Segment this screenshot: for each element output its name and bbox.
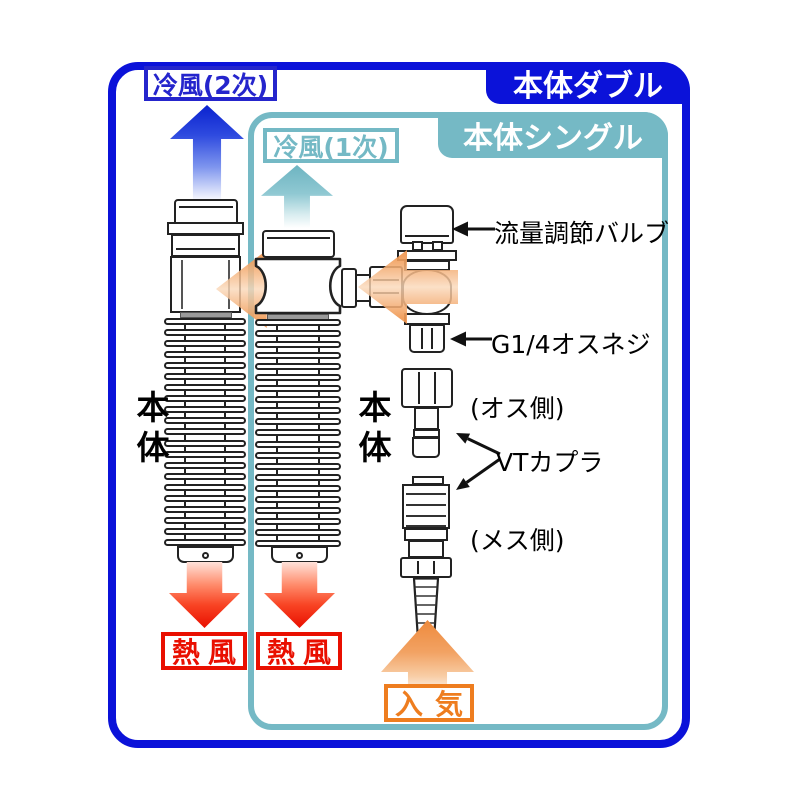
cooling-fin	[255, 341, 341, 349]
cooling-fin	[164, 373, 246, 381]
hot-air-left-text: 熱風	[172, 636, 245, 669]
cooling-fin	[164, 318, 246, 325]
cooling-fin	[255, 440, 341, 448]
hot-air-left-label: 熱風	[161, 632, 247, 670]
cooling-fin	[255, 473, 341, 481]
cooling-fin	[164, 428, 246, 436]
male-coupler-stem	[414, 407, 439, 430]
cooling-fin	[164, 461, 246, 469]
annotation-arrows	[450, 221, 501, 490]
cooling-fin	[164, 494, 246, 502]
cooling-fin	[255, 363, 341, 371]
cooling-fin	[164, 505, 246, 513]
female-coupler-hex-nut	[400, 557, 452, 578]
cooling-fin	[255, 528, 341, 536]
female-coupler-sleeve	[402, 484, 450, 529]
hot-air-middle-label: 熱風	[256, 632, 342, 670]
female-side-annotation: (メス側)	[470, 526, 565, 555]
cooling-fin	[164, 417, 246, 425]
cooling-fin	[164, 406, 246, 414]
intake-text: 入気	[395, 688, 476, 721]
male-side-annotation: (オス側)	[470, 394, 565, 423]
cooling-fin	[164, 439, 246, 447]
cold-air-secondary-label: 冷風(2次)	[144, 66, 277, 101]
g14-male-thread-fitting	[409, 324, 445, 353]
cold-air-secondary-text: 冷風(2次)	[152, 70, 269, 100]
cooling-fin	[255, 396, 341, 404]
cooling-fin	[164, 472, 246, 480]
sleeve-rib	[406, 515, 446, 517]
middle-device-body-caption: 本体	[353, 390, 392, 470]
outer-box-title: 本体ダブル	[513, 69, 663, 104]
vt-coupler-lower-pointer-arrow-icon	[456, 457, 501, 490]
middle-device-top-cap	[262, 230, 335, 258]
sleeve-rib	[406, 504, 446, 506]
left-device-bottom-cap	[177, 546, 234, 563]
sleeve-rib	[406, 493, 446, 495]
cooling-fin	[255, 319, 341, 326]
cooling-fin	[255, 429, 341, 437]
middle-device-bottom-cap	[271, 546, 328, 563]
inner-box-title-bar: 本体シングル	[438, 112, 668, 158]
cooling-fin	[255, 539, 341, 547]
left-device-top-cap	[174, 199, 238, 224]
male-coupler-plug-tip	[412, 437, 440, 458]
cold-air-primary-text: 冷風(1次)	[273, 132, 389, 162]
sleeve-rib	[406, 525, 446, 527]
cooling-fin	[164, 450, 246, 458]
valve-knob	[400, 205, 454, 244]
cooling-fin	[164, 340, 246, 348]
flow-valve-annotation: 流量調節バルブ	[494, 219, 670, 248]
cooling-fin	[164, 395, 246, 403]
g14-thread-annotation: G1/4オスネジ	[491, 330, 651, 359]
outer-box-title-bar: 本体ダブル	[486, 62, 690, 104]
left-device-body-caption: 本体	[131, 390, 170, 470]
cooling-fin	[255, 385, 341, 393]
cooling-fin	[164, 483, 246, 491]
intake-label: 入気	[384, 684, 474, 722]
male-coupler-hex-head	[401, 368, 453, 408]
cooling-fin	[255, 374, 341, 382]
left-device-ring	[171, 234, 240, 257]
cold-air-primary-label: 冷風(1次)	[263, 128, 399, 163]
cooling-fin	[255, 484, 341, 492]
cooling-fin	[255, 451, 341, 459]
cooling-fin	[255, 517, 341, 525]
cooling-fin	[255, 418, 341, 426]
vt-coupler-upper-pointer-arrow-icon	[456, 433, 501, 456]
cooling-fin	[164, 362, 246, 370]
cooling-fin	[164, 516, 246, 524]
cooling-fin	[255, 495, 341, 503]
vt-coupler-annotation: VTカプラ	[496, 448, 604, 477]
cooling-fin	[164, 538, 246, 546]
cooling-fin	[255, 506, 341, 514]
left-device-fin-stack	[164, 318, 246, 546]
female-coupler-neck	[408, 540, 444, 558]
cooling-fin	[255, 462, 341, 470]
middle-device-fin-stack	[255, 319, 341, 547]
g14-thread-pointer-arrow-icon	[450, 331, 492, 347]
inner-box-title: 本体シングル	[463, 121, 643, 156]
cooling-fin	[164, 527, 246, 535]
cooling-fin	[164, 329, 246, 337]
cooling-fin	[164, 351, 246, 359]
flow-valve-pointer-arrow-icon	[452, 221, 495, 237]
cooling-fin	[164, 384, 246, 392]
cooling-fin	[255, 352, 341, 360]
left-device-gasket	[180, 312, 232, 318]
middle-device-body	[254, 257, 342, 315]
hot-air-middle-text: 熱風	[267, 636, 340, 669]
cooling-fin	[255, 330, 341, 338]
cooling-fin	[255, 407, 341, 415]
